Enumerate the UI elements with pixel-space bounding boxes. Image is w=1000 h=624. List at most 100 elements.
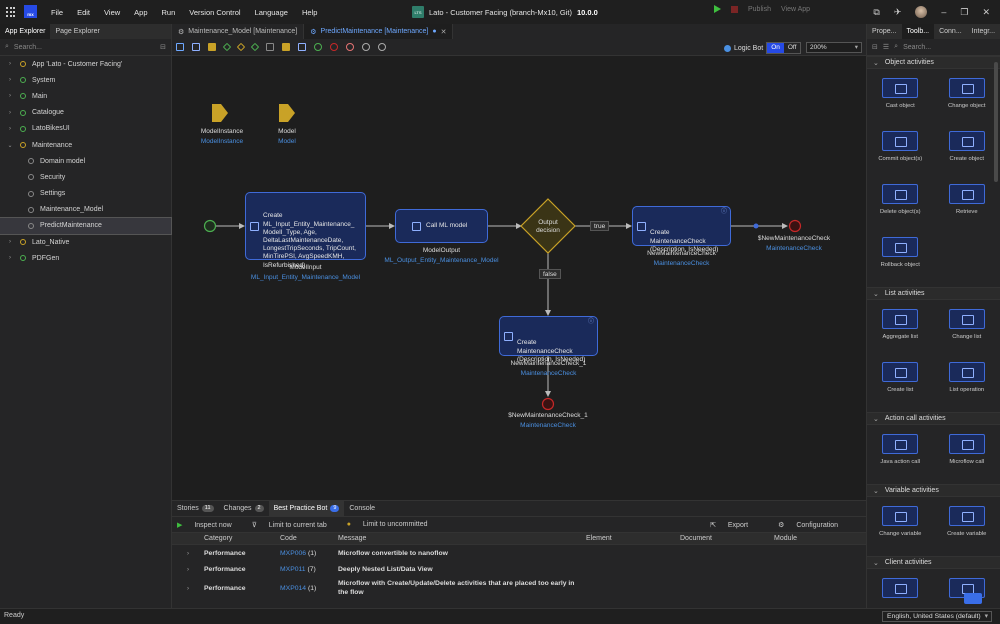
- toolbox-item[interactable]: Change variable: [867, 500, 934, 553]
- tree-item[interactable]: ›System: [0, 72, 171, 88]
- error-event-icon[interactable]: [330, 43, 338, 51]
- tree-item[interactable]: ›Main: [0, 88, 171, 104]
- tab-toolbox[interactable]: Toolb...: [901, 24, 935, 39]
- call-ml-model-activity[interactable]: Call ML model: [395, 209, 488, 243]
- menu-version-control[interactable]: Version Control: [189, 7, 241, 17]
- configuration-button[interactable]: ⚙ Configuration: [778, 521, 848, 529]
- code-link[interactable]: MXP011: [280, 565, 306, 573]
- chevron-icon[interactable]: ›: [9, 255, 11, 262]
- expand-chevron-icon[interactable]: ›: [186, 565, 190, 573]
- tree-item[interactable]: ›LatoBikesUI: [0, 121, 171, 137]
- tree-item[interactable]: ›Lato_Native: [0, 234, 171, 250]
- loop-icon[interactable]: [266, 43, 274, 51]
- tab-integration[interactable]: Integr...: [971, 28, 996, 35]
- expand-chevron-icon[interactable]: ›: [186, 549, 190, 557]
- merge-icon[interactable]: [236, 42, 246, 52]
- parameter-icon[interactable]: [208, 43, 216, 51]
- minimize-icon[interactable]: –: [941, 7, 947, 17]
- toolbox-item[interactable]: Aggregate list: [867, 303, 934, 356]
- col-category[interactable]: Category: [204, 535, 233, 542]
- col-module[interactable]: Module: [774, 535, 797, 542]
- menu-view[interactable]: View: [104, 7, 121, 17]
- create-ml-input-activity[interactable]: Create ML_Input_Entity_Maintenance_ Mode…: [245, 192, 366, 269]
- annotation-icon[interactable]: [298, 43, 306, 51]
- tree-item[interactable]: Maintenance_Model: [0, 202, 171, 218]
- continue-event-icon[interactable]: [346, 43, 354, 51]
- create-maintenance-check-bottom[interactable]: Create MaintenanceCheck (Description, Is…: [499, 316, 598, 363]
- inspect-now-button[interactable]: ▶ Inspect now: [177, 521, 242, 529]
- toolbox-item[interactable]: Change object: [934, 72, 1000, 125]
- rocket-icon[interactable]: ✈: [893, 6, 902, 17]
- menu-run[interactable]: Run: [161, 7, 176, 17]
- tree-item[interactable]: ›PDFGen: [0, 250, 171, 266]
- toolbox-item[interactable]: [867, 572, 934, 606]
- col-message[interactable]: Message: [338, 535, 367, 542]
- chevron-icon[interactable]: ›: [9, 109, 11, 116]
- limit-uncommitted-button[interactable]: ● Limit to uncommitted: [347, 521, 438, 528]
- toolbox-item[interactable]: Change list: [934, 303, 1000, 356]
- toolbox-item[interactable]: Java action call: [867, 428, 934, 481]
- view-app-button[interactable]: View App: [780, 5, 811, 13]
- output-decision[interactable]: [520, 198, 576, 254]
- col-element[interactable]: Element: [586, 535, 612, 542]
- error-handler-icon[interactable]: [362, 43, 370, 51]
- publish-button[interactable]: Publish: [748, 5, 771, 13]
- toolbox-item[interactable]: Rollback object: [867, 231, 934, 284]
- end-event-bottom[interactable]: [541, 397, 555, 411]
- menu-help[interactable]: Help: [301, 7, 318, 17]
- logic-bot-off-button[interactable]: Off: [787, 44, 797, 51]
- tree-item[interactable]: ⌄Maintenance: [0, 137, 171, 153]
- toolbox-item[interactable]: Delete object(s): [867, 178, 934, 231]
- toolbox-section-header[interactable]: ⌄Client activities: [867, 556, 1000, 569]
- export-button[interactable]: ⇱ Export: [710, 521, 758, 529]
- start-event-icon[interactable]: [192, 43, 200, 51]
- start-event[interactable]: [203, 219, 217, 233]
- chevron-icon[interactable]: ›: [9, 61, 11, 68]
- tab-predict-maintenance[interactable]: ⚙ PredictMaintenance [Maintenance] ● ✕: [304, 24, 454, 39]
- chevron-icon[interactable]: ›: [9, 239, 11, 246]
- toolbox-item[interactable]: List operation: [934, 356, 1000, 409]
- toolbox-section-header[interactable]: ⌄Object activities: [867, 56, 1000, 69]
- chevron-icon[interactable]: ⌄: [7, 142, 13, 149]
- parameter-modelinstance-icon[interactable]: [212, 104, 228, 122]
- avatar[interactable]: [915, 6, 928, 18]
- layout-icon[interactable]: ⧉: [873, 6, 880, 17]
- tab-properties[interactable]: Prope...: [872, 28, 897, 35]
- microflow-canvas[interactable]: ModelInstance ModelInstance Model Model …: [172, 56, 866, 500]
- chevron-icon[interactable]: ›: [9, 93, 11, 100]
- toolbox-item[interactable]: Retrieve: [934, 178, 1000, 231]
- tab-connector[interactable]: Conn...: [939, 28, 962, 35]
- tree-item[interactable]: PredictMaintenance: [0, 216, 172, 236]
- tree-item[interactable]: ›App 'Lato - Customer Facing': [0, 56, 171, 72]
- limit-current-tab-button[interactable]: ⊽ Limit to current tab: [252, 521, 337, 529]
- tile-view-icon[interactable]: [964, 593, 982, 604]
- menu-edit[interactable]: Edit: [77, 7, 91, 17]
- col-document[interactable]: Document: [680, 535, 712, 542]
- tree-item[interactable]: Security: [0, 169, 171, 185]
- create-maintenance-check-top[interactable]: Create MaintenanceCheck (Description, Is…: [632, 206, 731, 253]
- toolbox-item[interactable]: Microflow call: [934, 428, 1000, 481]
- tree-item[interactable]: Domain model: [0, 153, 171, 169]
- toolbox-search-input[interactable]: Search...: [903, 43, 932, 51]
- expand-chevron-icon[interactable]: ›: [186, 584, 190, 592]
- parameter-model-icon[interactable]: [279, 104, 295, 122]
- toolbox-item[interactable]: Commit object(s): [867, 125, 934, 178]
- language-select[interactable]: English, United States (default) ▾: [882, 611, 992, 622]
- tree-item[interactable]: Settings: [0, 186, 171, 202]
- menu-file[interactable]: File: [51, 7, 64, 17]
- toolbox-item[interactable]: Cast object: [867, 72, 934, 125]
- close-icon[interactable]: ✕: [982, 6, 990, 17]
- toolbox-item[interactable]: Create object: [934, 125, 1000, 178]
- menu-language[interactable]: Language: [254, 7, 288, 17]
- code-link[interactable]: MXP014: [280, 584, 307, 592]
- tab-page-explorer[interactable]: Page Explorer: [55, 28, 100, 35]
- menu-app[interactable]: App: [134, 7, 148, 17]
- toolbox-item[interactable]: Create list: [867, 356, 934, 409]
- toolbox-search[interactable]: ⊟ ☰ ⌕ Search...: [867, 39, 1000, 56]
- tab-console[interactable]: Console: [344, 501, 380, 517]
- settings-icon[interactable]: [378, 43, 386, 51]
- chevron-icon[interactable]: ›: [9, 77, 11, 84]
